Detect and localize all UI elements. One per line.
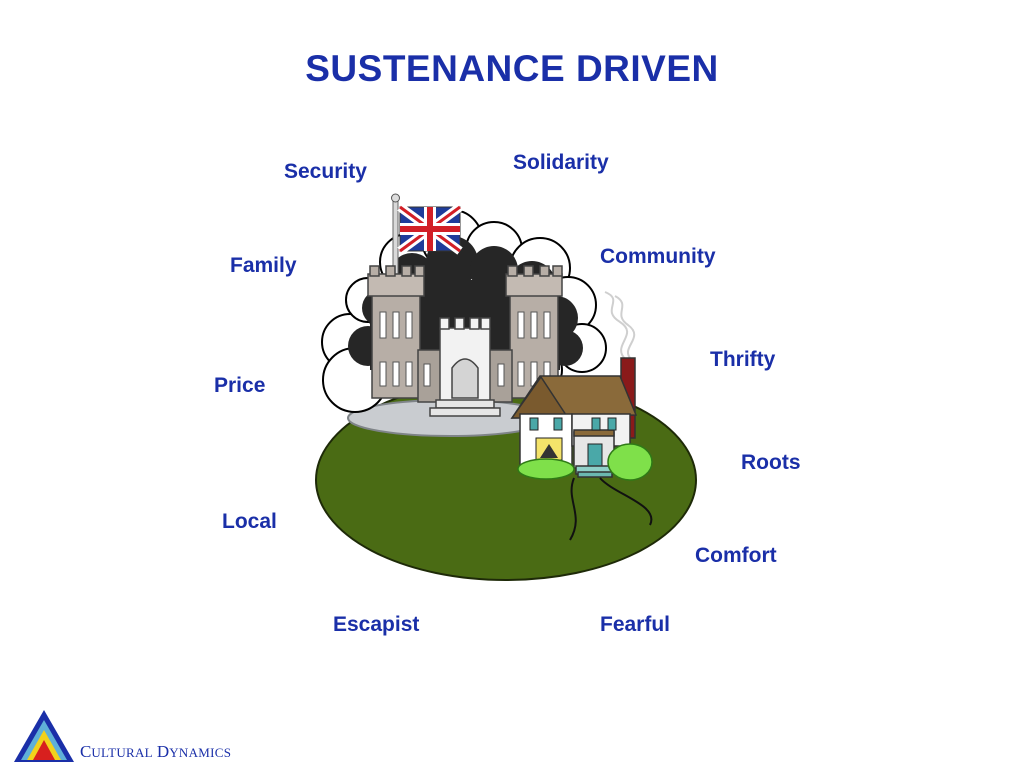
word-fearful: Fearful [600, 613, 671, 636]
word-family: Family [230, 254, 297, 277]
word-thrifty: Thrifty [710, 348, 776, 371]
word-local: Local [222, 510, 277, 533]
castle-house-illustration [315, 193, 697, 581]
word-solidarity: Solidarity [513, 151, 609, 174]
castle-icon [367, 265, 563, 417]
brand-rest-cultural: ULTURAL [91, 745, 153, 760]
word-price: Price [214, 374, 266, 397]
brand-name: CULTURAL DYNAMICS [80, 742, 231, 762]
brand-initial-c: C [80, 742, 92, 761]
brand-rest-dynamics: YNAMICS [169, 745, 232, 760]
flag-icon [391, 193, 463, 399]
page-title: SUSTENANCE DRIVEN [305, 48, 719, 89]
word-roots: Roots [741, 451, 801, 474]
word-security: Security [284, 160, 367, 183]
brand-initial-d: D [156, 742, 170, 761]
word-escapist: Escapist [333, 613, 420, 636]
word-community: Community [600, 245, 716, 268]
house-icon [510, 357, 638, 478]
cultural-dynamics-logo [14, 710, 74, 762]
word-comfort: Comfort [695, 544, 777, 567]
